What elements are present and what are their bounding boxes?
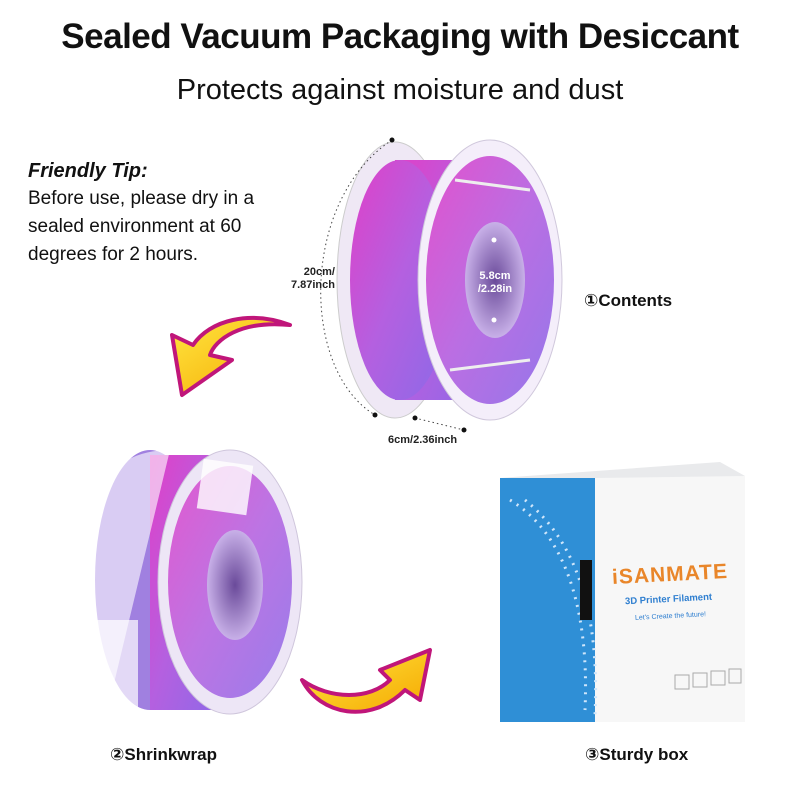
width-dimension-label: 6cm/2.36inch <box>388 434 458 446</box>
page-title: Sealed Vacuum Packaging with Desiccant <box>61 17 739 56</box>
product-box <box>500 462 745 722</box>
caption-shrinkwrap: ②Shrinkwrap <box>110 745 217 764</box>
hole-dimension-label: 5.8cm /2.28in <box>468 270 522 296</box>
height-dimension-line <box>320 139 393 416</box>
shrinkwrapped-spool <box>78 449 303 715</box>
caption-contents: ①Contents <box>584 291 673 310</box>
tip-line: Before use, please dry in a <box>28 188 255 209</box>
height-inch: 7.87inch <box>290 279 335 291</box>
hole-inch: /2.28in <box>477 283 513 295</box>
filament-spool <box>336 139 563 421</box>
arrow-down-left-icon <box>170 316 292 397</box>
hole-cm: 5.8cm <box>479 270 511 282</box>
page-subtitle: Protects against moisture and dust <box>176 74 624 106</box>
caption-box: ③Sturdy box <box>585 745 689 764</box>
tip-line: degrees for 2 hours. <box>28 244 199 265</box>
tip-line: sealed environment at 60 <box>28 216 242 237</box>
tip-heading: Friendly Tip: <box>28 160 148 182</box>
height-cm: 20cm/ <box>303 266 335 278</box>
arrow-right-icon <box>300 648 432 714</box>
height-dimension-label: 20cm/ 7.87inch <box>275 266 335 292</box>
width-dimension-line <box>414 417 465 431</box>
